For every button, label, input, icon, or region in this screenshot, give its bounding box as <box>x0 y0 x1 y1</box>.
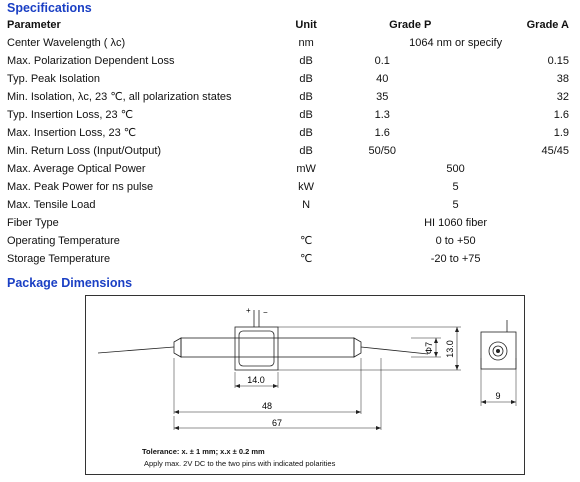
table-row: Center Wavelength ( λc) nm 1064 nm or spec… <box>0 34 578 52</box>
center-cube-outer <box>234 326 279 371</box>
center-cube-inner <box>238 330 275 367</box>
tolerance-note: Tolerance: x. ± 1 mm; x.x ± 0.2 mm <box>142 447 265 456</box>
table-row: Typ. Insertion Loss, 23 ℃ dB 1.3 1.6 <box>0 106 578 124</box>
grade-a-cell: 0.15 <box>547 55 569 67</box>
pin-plus-label: + <box>246 306 251 315</box>
grade-a-cell: 45/45 <box>541 145 569 157</box>
grade-a-cell: 38 <box>556 73 569 85</box>
table-row: Max. Peak Power for ns pulse kW 5 <box>0 178 578 196</box>
parameter-cell: Storage Temperature <box>7 253 111 265</box>
table-row: Max. Insertion Loss, 23 ℃ dB 1.6 1.9 <box>0 124 578 142</box>
unit-cell: dB <box>299 127 313 139</box>
right-boot <box>353 337 362 358</box>
table-row: Min. Return Loss (Input/Output) dB 50/50 45… <box>0 142 578 160</box>
grade-p-cell: 40 <box>376 73 389 85</box>
grade-p-cell: 0.1 <box>374 55 390 67</box>
end-view-outer-ring <box>488 341 508 361</box>
column-header-grade-a: Grade A <box>526 19 569 31</box>
table-header-row: Parameter Unit Grade P Grade A <box>0 16 578 34</box>
parameter-cell: Min. Return Loss (Input/Output) <box>7 145 162 157</box>
grade-p-cell: 35 <box>376 91 389 103</box>
dim-phi7-label: Φ7 <box>424 342 434 354</box>
parameter-cell: Max. Tensile Load <box>7 199 96 211</box>
parameter-cell: Typ. Peak Isolation <box>7 73 100 85</box>
unit-cell: dB <box>299 73 313 85</box>
column-header-parameter: Parameter <box>7 19 61 31</box>
specifications-table: Parameter Unit Grade P Grade A Center Wa… <box>0 16 578 268</box>
table-row: Max. Tensile Load N 5 <box>0 196 578 214</box>
output-fiber <box>360 346 429 355</box>
voltage-note: Apply max. 2V DC to the two pins with in… <box>144 459 336 468</box>
column-header-grade-p: Grade P <box>389 19 432 31</box>
unit-cell: dB <box>299 145 313 157</box>
specifications-table-body: Center Wavelength ( λc) nm 1064 nm or spec… <box>0 34 578 268</box>
value-cell-combined: 0 to +50 <box>435 235 476 247</box>
value-cell-combined: HI 1060 fiber <box>424 217 488 229</box>
end-view-body <box>480 331 517 370</box>
left-boot <box>173 337 182 358</box>
parameter-cell: Fiber Type <box>7 217 59 229</box>
input-fiber <box>97 346 175 354</box>
grade-p-cell: 1.6 <box>374 127 390 139</box>
column-header-unit: Unit <box>295 19 317 31</box>
value-cell-combined: 5 <box>452 181 459 193</box>
unit-cell: nm <box>298 37 314 49</box>
grade-p-cell: 1.3 <box>374 109 390 121</box>
unit-cell: ℃ <box>299 235 313 247</box>
value-cell-combined: 5 <box>452 199 459 211</box>
table-row: Min. Isolation, λc, 23 ℃, all polarizati… <box>0 88 578 106</box>
value-cell-combined: -20 to +75 <box>430 253 481 265</box>
package-dimensions-heading: Package Dimensions <box>7 276 133 290</box>
end-view-fiber-core <box>496 349 500 353</box>
dim-14-label: 14.0 <box>247 375 265 385</box>
table-row: Max. Polarization Dependent Loss dB 0.1 0.1… <box>0 52 578 70</box>
unit-cell: N <box>302 199 311 211</box>
value-cell-combined: 500 <box>446 163 465 175</box>
unit-cell: dB <box>299 91 313 103</box>
unit-cell: kW <box>298 181 315 193</box>
package-drawing-svg: + − 14.0 48 67 Φ7 13.0 9 <box>97 306 517 430</box>
value-cell-combined: 1064 nm or specify <box>409 37 503 49</box>
table-row: Operating Temperature ℃ 0 to +50 <box>0 232 578 250</box>
dim-48-label: 48 <box>262 401 272 411</box>
table-row: Storage Temperature ℃ -20 to +75 <box>0 250 578 268</box>
table-row: Fiber Type HI 1060 fiber <box>0 214 578 232</box>
parameter-cell: Max. Peak Power for ns pulse <box>7 181 154 193</box>
unit-cell: mW <box>296 163 316 175</box>
specifications-heading: Specifications <box>7 1 92 15</box>
unit-cell: dB <box>299 109 313 121</box>
unit-cell <box>287 214 325 232</box>
pin-minus-label: − <box>263 308 268 317</box>
package-dimensions-drawing: + − 14.0 48 67 Φ7 13.0 9 Tolerance: x. ±… <box>85 295 525 475</box>
table-row: Max. Average Optical Power mW 500 <box>0 160 578 178</box>
dim-9-label: 9 <box>495 391 500 401</box>
unit-cell: dB <box>299 55 313 67</box>
parameter-cell: Min. Isolation, λc, 23 ℃, all polarizati… <box>7 91 232 103</box>
table-row: Typ. Peak Isolation dB 40 38 <box>0 70 578 88</box>
parameter-cell: Center Wavelength ( λc) <box>7 37 126 49</box>
parameter-cell: Max. Polarization Dependent Loss <box>7 55 175 67</box>
parameter-cell: Operating Temperature <box>7 235 120 247</box>
end-view-inner-ring <box>492 345 504 357</box>
isolator-tube <box>180 337 355 358</box>
grade-a-cell: 32 <box>556 91 569 103</box>
grade-a-cell: 1.9 <box>553 127 569 139</box>
dim-13-label: 13.0 <box>445 340 455 358</box>
unit-cell: ℃ <box>299 253 313 265</box>
parameter-cell: Max. Average Optical Power <box>7 163 146 175</box>
parameter-cell: Max. Insertion Loss, 23 ℃ <box>7 127 137 139</box>
grade-a-cell: 1.6 <box>553 109 569 121</box>
dim-67-label: 67 <box>272 418 282 428</box>
grade-p-cell: 50/50 <box>368 145 397 157</box>
parameter-cell: Typ. Insertion Loss, 23 ℃ <box>7 109 134 121</box>
